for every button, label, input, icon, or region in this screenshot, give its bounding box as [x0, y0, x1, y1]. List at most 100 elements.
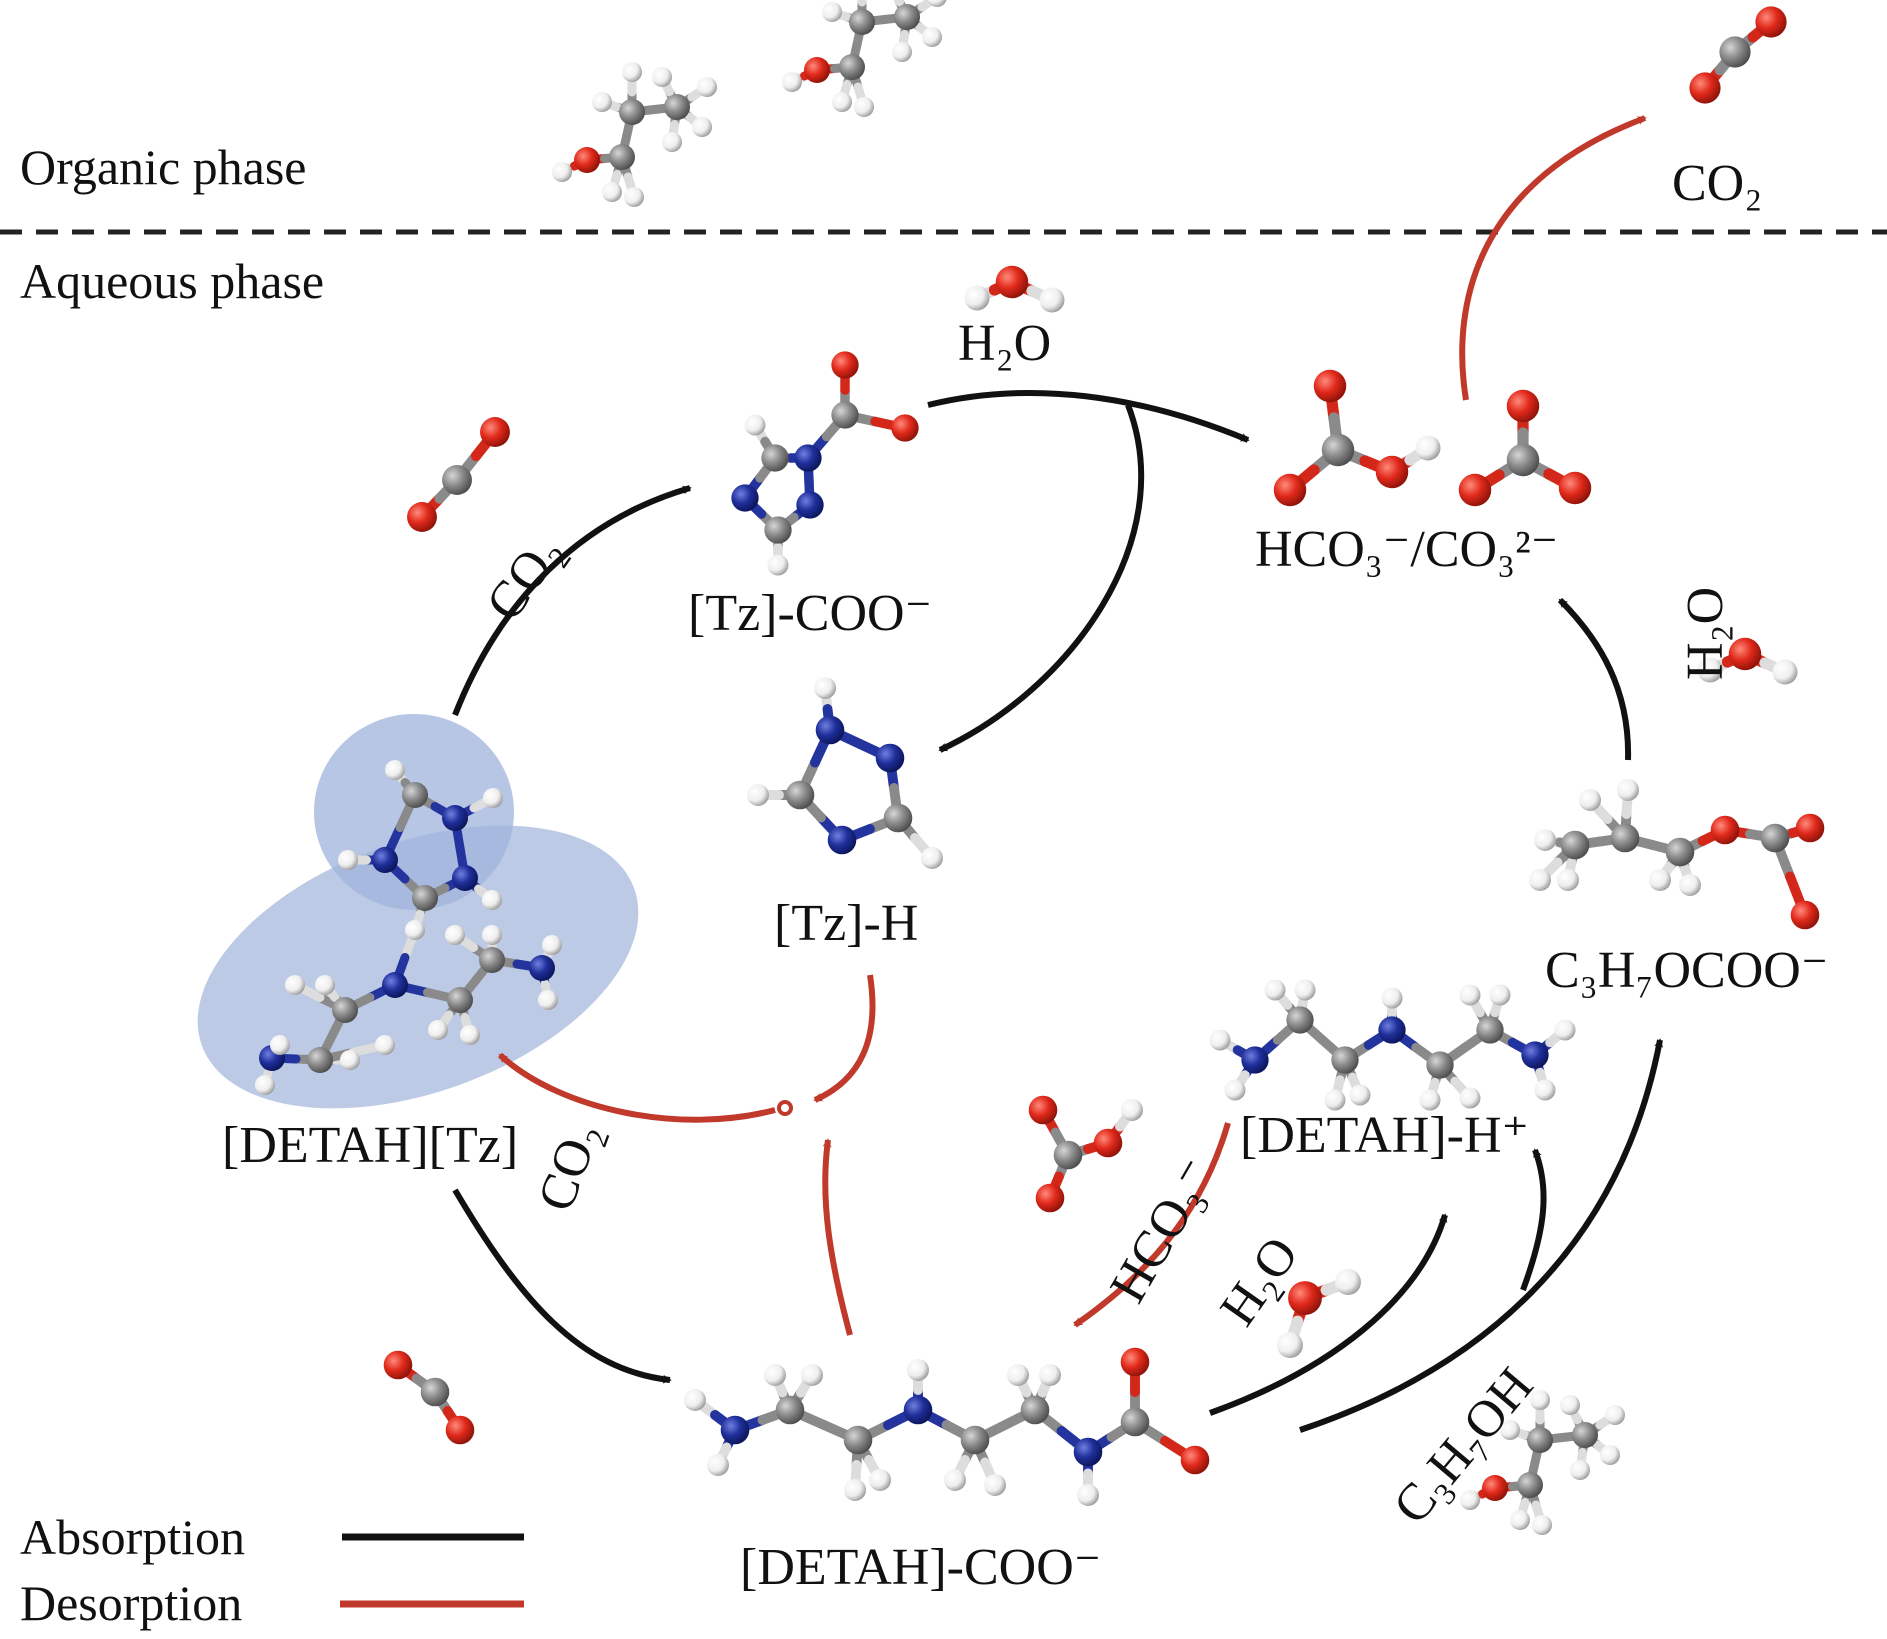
hydrogen-atom	[744, 414, 766, 436]
carbon-atom	[843, 1425, 873, 1455]
hydrogen-atom	[1534, 829, 1556, 851]
oxygen-atom	[1728, 637, 1762, 671]
propanol-top-right-molecule	[782, 0, 947, 117]
hydrogen-atom	[385, 760, 405, 780]
hydrogen-atom	[921, 847, 943, 869]
hydrogen-atom	[1530, 1390, 1550, 1410]
hydrogen-atom	[285, 975, 305, 995]
hydrogen-atom	[1349, 1084, 1371, 1106]
hydrogen-atom	[255, 1075, 275, 1095]
carbon-atom	[1426, 1051, 1454, 1079]
oxygen-atom	[1028, 1095, 1058, 1125]
hydrogen-atom	[602, 182, 622, 202]
tz-h-molecule	[747, 677, 943, 869]
arrow-tz-coo-to-bicarbonate	[927, 389, 1250, 443]
oxygen-atom	[1795, 813, 1825, 843]
detah-coo-molecule	[684, 1347, 1210, 1506]
hydrogen-atom	[814, 677, 836, 699]
hydrogen-atom	[1579, 789, 1601, 811]
carbon-atom	[785, 780, 815, 810]
nitrogen-atom	[382, 972, 408, 998]
hydrogen-atom	[445, 925, 465, 945]
oxygen-atom	[995, 265, 1029, 299]
detah-h-molecule	[1209, 979, 1576, 1111]
oxygen-atom	[1035, 1183, 1065, 1213]
hydrogen-atom	[1617, 779, 1639, 801]
hydrogen-atom	[1605, 1405, 1625, 1425]
carbon-atom	[307, 1047, 333, 1073]
hydrogen-atom	[869, 1469, 891, 1491]
carbon-atom	[1020, 1395, 1050, 1425]
hydrogen-atom	[482, 925, 502, 945]
nitrogen-atom	[529, 955, 555, 981]
hydrogen-atom	[1121, 1099, 1143, 1121]
nitrogen-atom	[815, 715, 845, 745]
bicarbonate-free-molecule	[1028, 1095, 1143, 1213]
carbon-atom	[1286, 1006, 1314, 1034]
hydrogen-atom	[832, 92, 852, 112]
co2-lower-molecule	[383, 1350, 475, 1445]
oxygen-atom	[804, 57, 830, 83]
hydrogen-atom	[1224, 1079, 1246, 1101]
hydrogen-atom	[1277, 1332, 1303, 1358]
detah-h-label: [DETAH]-H⁺	[1240, 1107, 1529, 1164]
carbonate-molecule	[1458, 389, 1592, 507]
carbon-atom	[1517, 1472, 1543, 1498]
hydrogen-atom	[538, 990, 558, 1010]
hydrogen-atom	[854, 97, 874, 117]
carbon-atom	[960, 1425, 990, 1455]
hydrogen-atom	[1772, 659, 1798, 685]
carbon-atom	[332, 997, 358, 1023]
hydrogen-atom	[592, 92, 612, 112]
detah-tz-complex-molecule	[255, 760, 562, 1095]
carbon-atom	[420, 1377, 450, 1407]
oxygen-atom	[1120, 1347, 1150, 1377]
hydrogen-atom	[927, 0, 947, 7]
arrow-propyl-carbonate-to-bicarbonate	[1557, 597, 1632, 761]
co2-product-label: CO₂	[1672, 155, 1763, 212]
tz-coo-molecule	[731, 351, 919, 576]
nitrogen-atom	[1378, 1016, 1406, 1044]
hydrogen-atom	[1557, 869, 1579, 891]
carbon-atom	[1331, 1046, 1359, 1074]
hydrogen-atom	[1600, 1445, 1620, 1465]
hydrogen-atom	[542, 935, 562, 955]
hydrogen-atom	[1459, 1087, 1481, 1109]
carbon-atom	[1476, 1016, 1504, 1044]
hydrogen-atom	[697, 77, 717, 97]
arrow-merge-to-detah-tz	[497, 1052, 776, 1123]
carbon-atom	[1572, 1422, 1598, 1448]
oxygen-atom	[1288, 1281, 1322, 1315]
legend-absorption-label: Absorption	[20, 1509, 245, 1565]
hydrogen-atom	[428, 1020, 448, 1040]
oxygen-atom	[1458, 473, 1492, 507]
hydrogen-atom	[1489, 984, 1511, 1006]
propanol-top-left-molecule	[552, 62, 717, 207]
hydrogen-atom	[1039, 1364, 1061, 1386]
merge-node	[777, 1100, 793, 1116]
hydrogen-atom	[1460, 1490, 1480, 1510]
hydrogen-atom	[907, 1359, 929, 1381]
co2-product-molecule	[1689, 6, 1787, 104]
hydrogen-atom	[270, 1035, 290, 1055]
hydrogen-atom	[405, 920, 425, 940]
hydrogen-atom	[1039, 287, 1065, 313]
hydrogen-atom	[482, 890, 502, 910]
carbon-atom	[479, 947, 505, 973]
water-top-molecule	[964, 265, 1065, 313]
hydrogen-atom	[747, 784, 769, 806]
hydrogen-atom	[1554, 1019, 1576, 1041]
arrow-propanol-to-detah-h	[1520, 1148, 1547, 1292]
h2o-label-top: H₂O	[958, 315, 1052, 372]
carbon-atom	[1665, 837, 1695, 867]
arrow-tz-coo-to-tz-h	[938, 403, 1145, 753]
hydrogen-atom	[801, 1364, 823, 1386]
hydrogen-atom	[1335, 1269, 1361, 1295]
hydrogen-atom	[1007, 1364, 1029, 1386]
hydrogen-atom	[892, 42, 912, 62]
tz-h-label: [Tz]-H	[774, 895, 919, 952]
oxygen-atom	[1558, 471, 1592, 505]
hydrogen-atom	[375, 1035, 395, 1055]
carbon-atom	[849, 9, 875, 35]
